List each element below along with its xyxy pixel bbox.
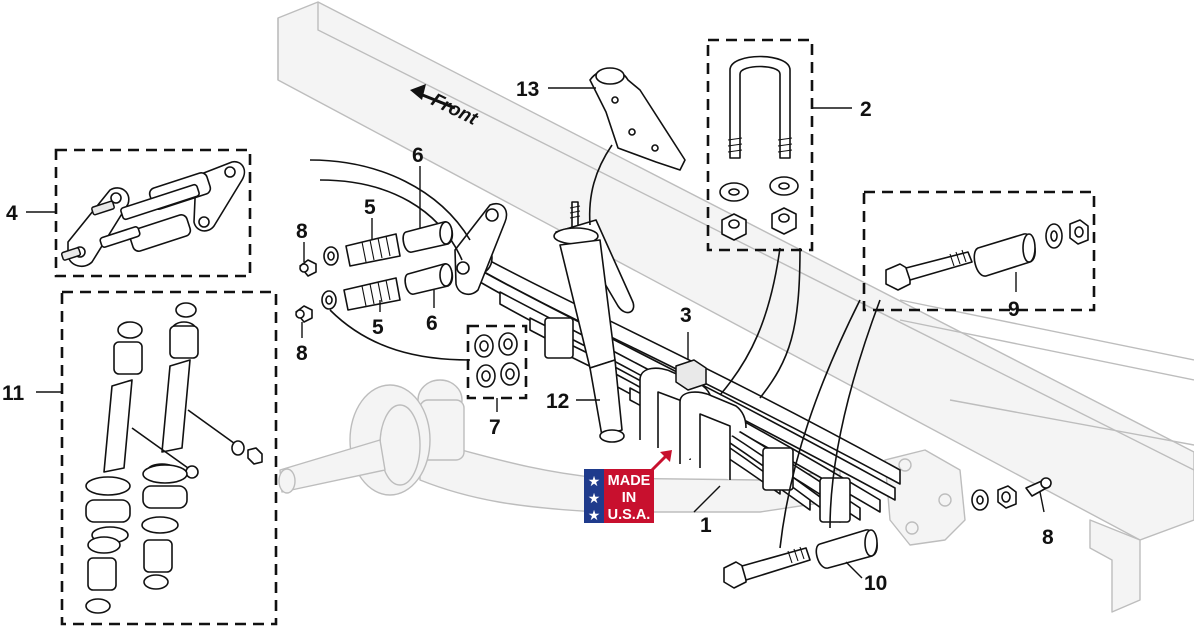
pins-and-bushings <box>295 221 454 323</box>
spring-pad <box>675 332 707 391</box>
callout-10: 10 <box>864 572 887 595</box>
badge-line-3: U.S.A. <box>608 507 651 523</box>
spring-shackle <box>454 203 508 296</box>
callout-3: 3 <box>680 304 692 327</box>
kit-box-9 <box>862 190 1096 312</box>
made-in-usa-badge: ★ ★ ★ MADE IN U.S.A. <box>584 450 672 524</box>
callout-8-right: 8 <box>1042 526 1054 549</box>
callout-9: 9 <box>1008 298 1020 321</box>
callout-1: 1 <box>700 514 712 537</box>
svg-text:★: ★ <box>588 491 601 507</box>
ubolt-kit <box>719 55 799 241</box>
bolt-kit <box>885 219 1089 291</box>
callout-6-lower: 6 <box>426 312 438 335</box>
bolt-and-sleeve <box>723 529 878 589</box>
front-axle <box>278 379 841 513</box>
rear-hanger <box>884 449 966 546</box>
shock-bracket <box>589 67 686 171</box>
bushing-set <box>474 332 520 388</box>
kit-box-4 <box>54 148 252 278</box>
callout-8-lower: 8 <box>296 342 308 365</box>
callout-8-upper: 8 <box>296 220 308 243</box>
kit-box-2 <box>706 38 814 252</box>
frame-rail <box>277 1 1194 613</box>
badge-line-1: MADE <box>608 473 651 489</box>
kit-box-11 <box>60 290 278 626</box>
badge-line-2: IN <box>622 490 637 506</box>
callout-13: 13 <box>516 78 539 101</box>
callout-7: 7 <box>489 416 501 439</box>
svg-text:★: ★ <box>588 474 601 490</box>
assembly-curves <box>309 144 881 549</box>
callout-5-lower: 5 <box>372 316 384 339</box>
callout-5-upper: 5 <box>364 196 376 219</box>
leader-lines <box>548 87 1045 513</box>
callout-12: 12 <box>546 390 569 413</box>
rear-hanger-hardware <box>971 477 1052 511</box>
shackle-kit <box>60 160 246 268</box>
kit-box-7 <box>466 324 528 400</box>
shock-absorber <box>553 201 635 443</box>
svg-text:★: ★ <box>588 508 601 524</box>
callout-11: 11 <box>2 382 25 405</box>
callout-labels: 1 2 3 4 5 5 6 6 7 8 8 8 9 10 11 12 13 <box>2 78 1054 595</box>
callout-4: 4 <box>6 202 18 225</box>
callout-2: 2 <box>860 98 872 121</box>
callout-6-upper: 6 <box>412 144 424 167</box>
bushing-kit <box>85 302 263 614</box>
